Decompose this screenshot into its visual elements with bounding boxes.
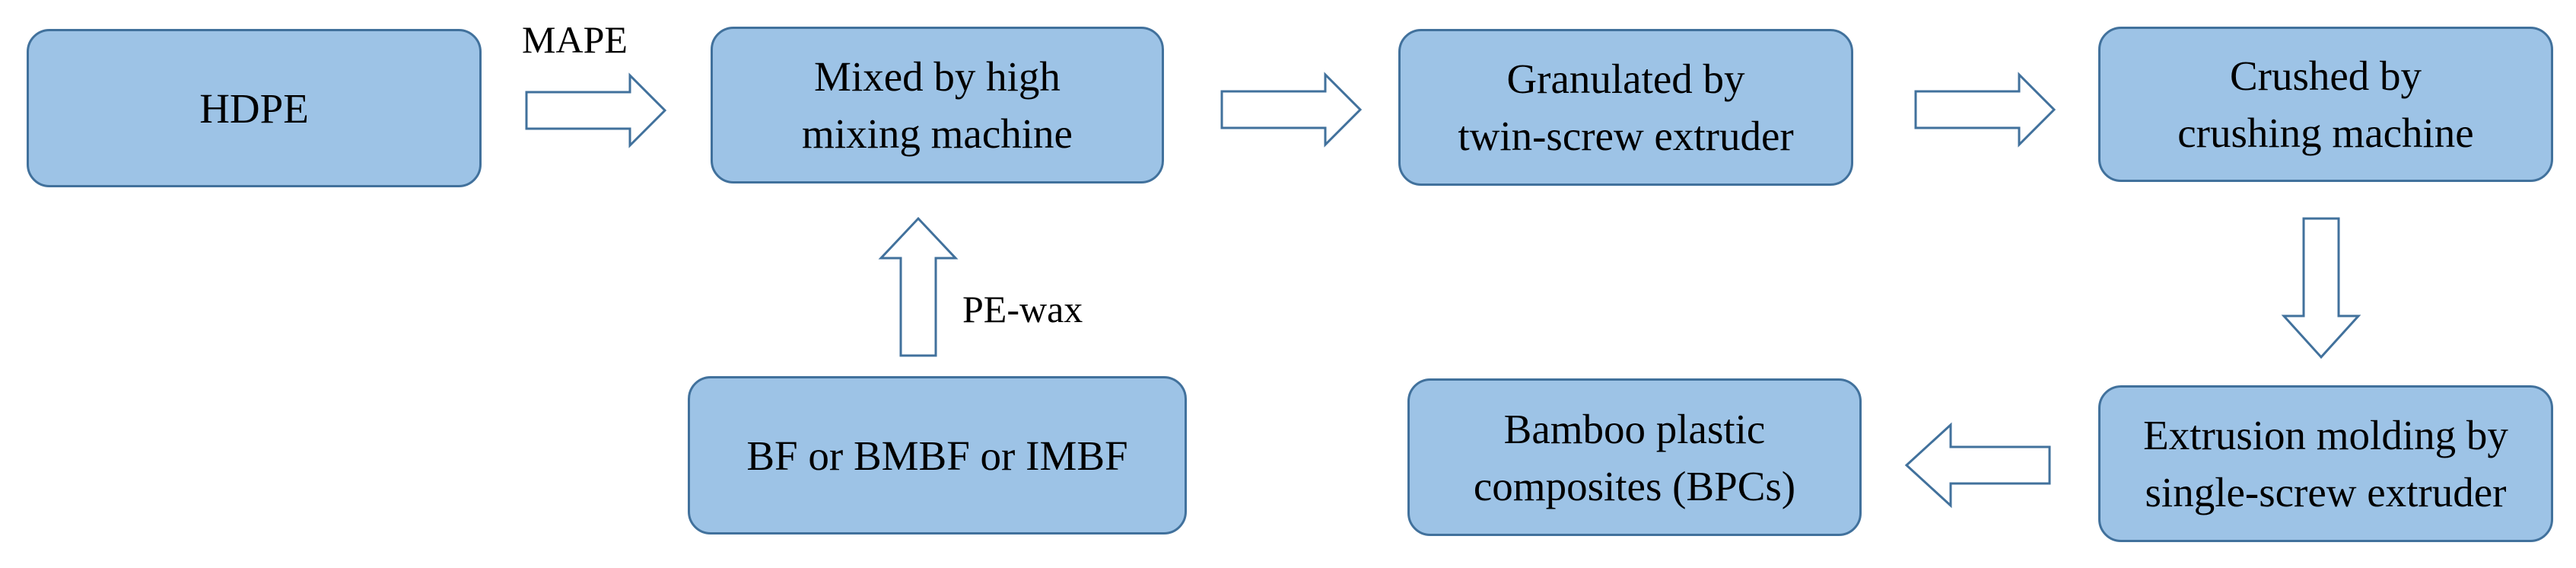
node-hdpe-label: HDPE [199, 85, 309, 132]
arrow-crushing-to-extrusion [2281, 217, 2361, 359]
node-mixing: Mixed by high mixing machine [711, 27, 1164, 183]
node-granulating-label: Granulated by twin-screw extruder [1458, 56, 1794, 159]
arrow-extrusion-to-bpc [1904, 422, 2051, 509]
node-mixing-label: Mixed by high mixing machine [802, 53, 1073, 157]
node-bpc-label: Bamboo plastic composites (BPCs) [1473, 405, 1796, 509]
arrow-fiber-to-mixing [878, 216, 959, 357]
node-extrusion: Extrusion molding by single-screw extrud… [2098, 385, 2553, 542]
node-fiber: BF or BMBF or IMBF [688, 376, 1187, 534]
edge-label-pe-wax: PE-wax [962, 288, 1083, 330]
edge-label-mape: MAPE [522, 18, 628, 61]
node-bpc: Bamboo plastic composites (BPCs) [1407, 378, 1862, 536]
arrow-mixing-to-granulating [1220, 72, 1363, 148]
node-crushing: Crushed by crushing machine [2098, 27, 2553, 182]
arrow-hdpe-to-mixing [525, 72, 667, 148]
node-granulating: Granulated by twin-screw extruder [1398, 29, 1853, 186]
node-crushing-label: Crushed by crushing machine [2177, 53, 2474, 156]
node-extrusion-label: Extrusion molding by single-screw extrud… [2143, 412, 2508, 515]
node-fiber-label: BF or BMBF or IMBF [746, 432, 1128, 479]
arrow-granulating-to-crushing [1914, 72, 2056, 148]
node-hdpe: HDPE [27, 29, 482, 187]
